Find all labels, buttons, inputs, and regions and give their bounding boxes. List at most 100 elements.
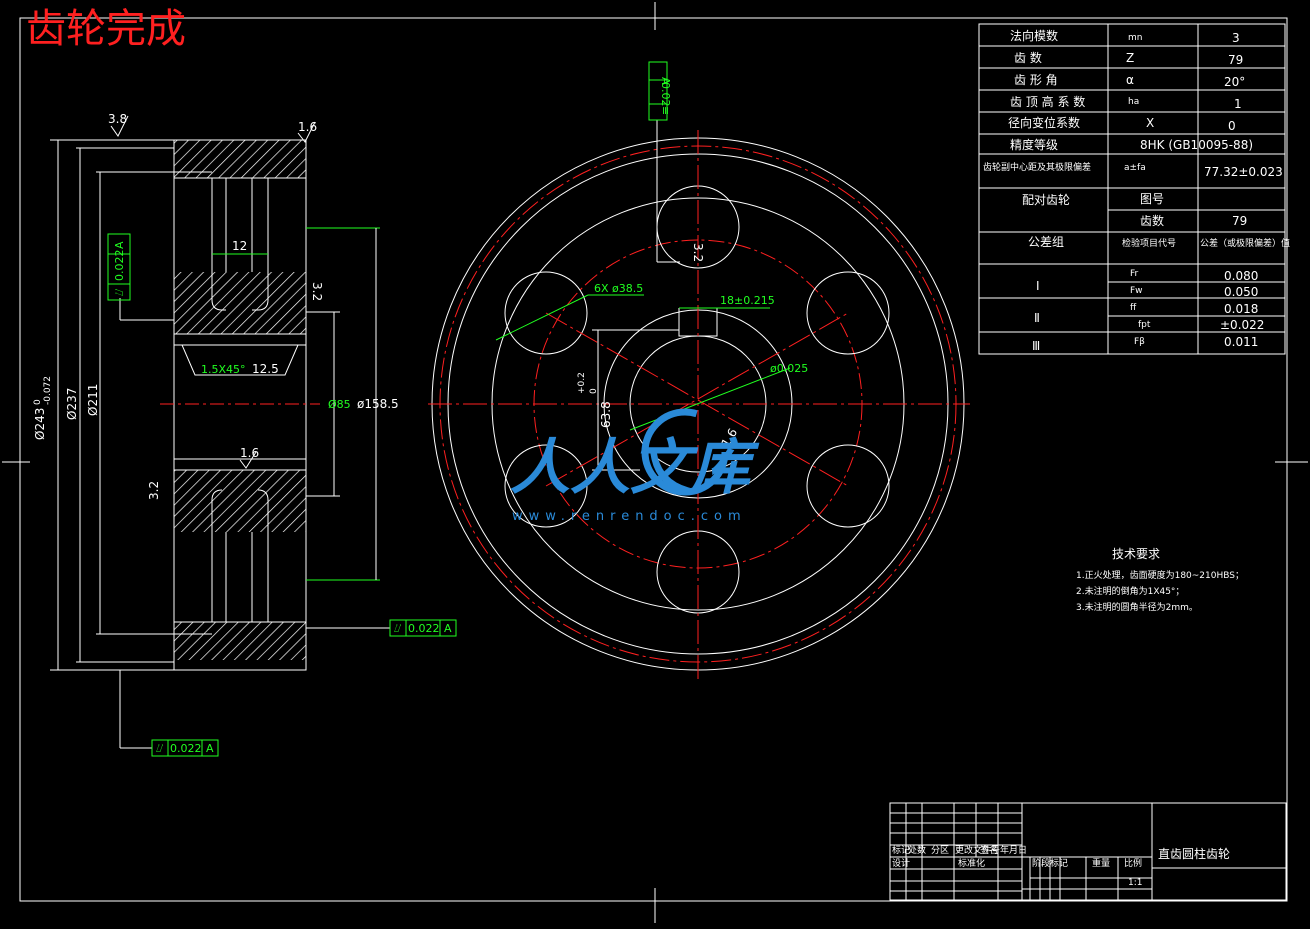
tol-frame-bottom (151, 739, 219, 757)
title-block-label: 标准化 (958, 857, 985, 869)
param-symbol: Z (1126, 51, 1134, 65)
tol-value: 0.011 (1224, 335, 1258, 349)
dim-158: ø158.5 (357, 397, 399, 411)
holes-dim: 6X ø38.5 (594, 282, 643, 295)
hatch-upper-web (174, 272, 306, 334)
tol-value: 0.080 (1224, 269, 1258, 283)
mating-teeth-value: 79 (1232, 214, 1247, 228)
param-symbol: X (1146, 116, 1154, 130)
tol-value: 0.018 (1224, 302, 1258, 316)
tol-group-header: 公差组 (1028, 235, 1064, 249)
keyway-depth-dim: 63.8 (599, 401, 613, 428)
tol-group-name: Ⅲ (1032, 339, 1040, 353)
title-block (889, 802, 1287, 901)
param-value: 0 (1228, 119, 1236, 133)
dim-od-tol-upper: 0 (33, 399, 43, 405)
tol-group-value-header: 公差（或极限偏差）值 (1200, 237, 1290, 249)
tol-group-name: Ⅱ (1034, 311, 1040, 325)
tol-code: ff (1130, 303, 1137, 313)
tol-symbol: ≡ (659, 106, 672, 115)
param-symbol: a±fa (1124, 163, 1146, 173)
watermark-url: www.renrendoc.com (512, 509, 747, 524)
tol-group-name: Ⅰ (1036, 279, 1040, 293)
mating-label: 配对齿轮 (1022, 193, 1070, 207)
mating-teeth-label: 齿数 (1140, 213, 1164, 228)
rough-1-6-top: 1.6 (298, 120, 317, 134)
title-block-label: 分区 (931, 845, 949, 856)
tol-symbol: ⌰ (113, 288, 126, 296)
title-block-label: 更改文件号 (955, 844, 1000, 856)
rough-symbol-icon (239, 451, 257, 469)
param-label: 法向模数 (1010, 28, 1058, 43)
title-block-label: 签名 (980, 844, 998, 856)
tol-symbol: ⌰ (156, 742, 164, 755)
tol-group-item-header: 检验项目代号 (1122, 237, 1176, 249)
tol-value: ±0.022 (1220, 318, 1264, 332)
rough-3-2-right: 3.2 (310, 282, 324, 301)
tol-value: 0.02 (659, 82, 672, 107)
drawing-border (19, 17, 1288, 902)
rough-1-6-mid: 1.6 (240, 446, 259, 460)
bolt-hole (504, 444, 588, 528)
tech-req-title: 技术要求 (1112, 547, 1160, 561)
watermark-text: 人人文库 (510, 433, 760, 503)
part-name: 直齿圆柱齿轮 (1158, 846, 1230, 861)
dim-211: Ø211 (86, 384, 100, 416)
tech-req-item: 3.未注明的圆角半径为2mm。 (1076, 601, 1198, 613)
tol-code: fpt (1138, 320, 1151, 330)
title-block-label: 比例 (1124, 857, 1142, 869)
param-label: 径向变位系数 (1008, 115, 1080, 130)
rough-symbol-icon (297, 121, 316, 143)
tech-req-item: 2.未注明的倒角为1X45°； (1076, 585, 1184, 597)
title-block-label: 处数 (908, 844, 926, 856)
param-label: 齿 形 角 (1014, 73, 1058, 87)
keyway-tol-upper: +0.2 (577, 372, 587, 394)
tol-value: 0.022 (408, 622, 440, 635)
section-view (160, 139, 320, 671)
tol-code: Fβ (1134, 337, 1145, 347)
param-table (978, 23, 1286, 355)
param-label: 齿 顶 高 系 数 (1010, 94, 1085, 109)
tol-symbol: ⌰ (394, 622, 402, 635)
param-value: 1 (1234, 97, 1242, 111)
bolt-hole (504, 271, 588, 355)
side-dimensions (50, 139, 390, 749)
tech-req-item: 1.正火处理，齿面硬度为180~210HBS； (1076, 569, 1244, 581)
front-view (428, 120, 970, 680)
watermark-logo-icon (641, 408, 729, 496)
tol-frame-vertical (107, 233, 131, 301)
param-label: 齿 数 (1014, 50, 1042, 65)
tol-code: Fw (1130, 286, 1143, 296)
hatch-lower-web (174, 470, 306, 532)
param-value: 8HK (GB10095-88) (1140, 138, 1253, 152)
title-block-scale: 1:1 (1128, 878, 1142, 888)
bolt-hole (806, 271, 890, 355)
rough-3-2-left: 3.2 (147, 481, 161, 500)
tol-value: 0.022 (113, 250, 126, 282)
param-label: 精度等级 (1010, 137, 1058, 152)
tol-datum: A (659, 77, 672, 85)
dim-od: Ø243 (33, 408, 47, 440)
param-value: 20° (1224, 75, 1245, 89)
tol-value: 0.050 (1224, 285, 1258, 299)
page-title: 齿轮完成 (26, 6, 186, 52)
param-value: 3 (1232, 31, 1240, 45)
rough-symbol-icon (110, 115, 129, 137)
title-block-label: 重量 (1092, 857, 1110, 869)
param-label: 齿轮副中心距及其极限偏差 (983, 161, 1091, 173)
tol-code: Fr (1130, 269, 1139, 279)
param-value: 79 (1228, 53, 1243, 67)
rough-3-2-front: 3.2 (691, 243, 705, 262)
rough-12-5: 12.5 (252, 362, 279, 376)
param-symbol: mn (1128, 33, 1142, 43)
tol-frame-front-vertical (648, 61, 668, 121)
tol-datum: A (113, 241, 126, 249)
keyway-tol-lower: 0 (589, 388, 599, 394)
param-symbol: ha (1128, 97, 1139, 107)
hatch-bottom-rim (174, 622, 306, 660)
dim-237: Ø237 (65, 388, 79, 420)
dim-85: Ø85 (328, 398, 351, 411)
rough-3-8: 3.8 (108, 112, 127, 126)
